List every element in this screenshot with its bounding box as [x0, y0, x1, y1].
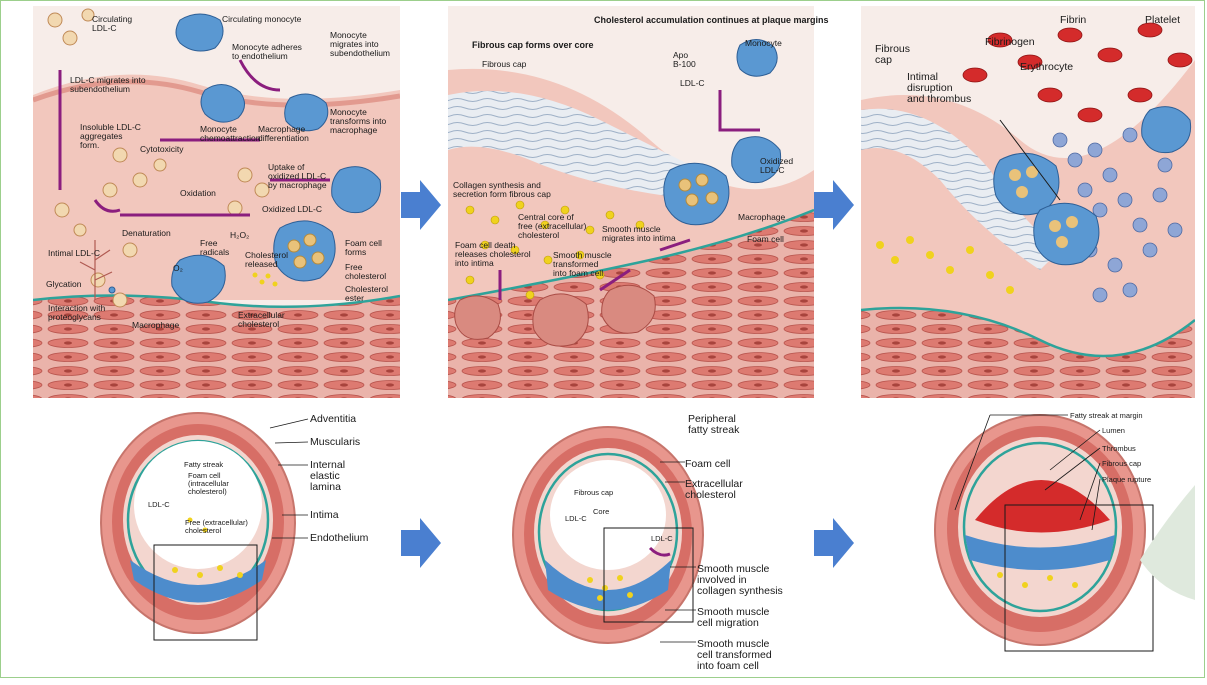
figure-frame	[0, 0, 1205, 678]
diagram-stage: CirculatingLDL-C Circulating monocyte Mo…	[0, 0, 1207, 680]
